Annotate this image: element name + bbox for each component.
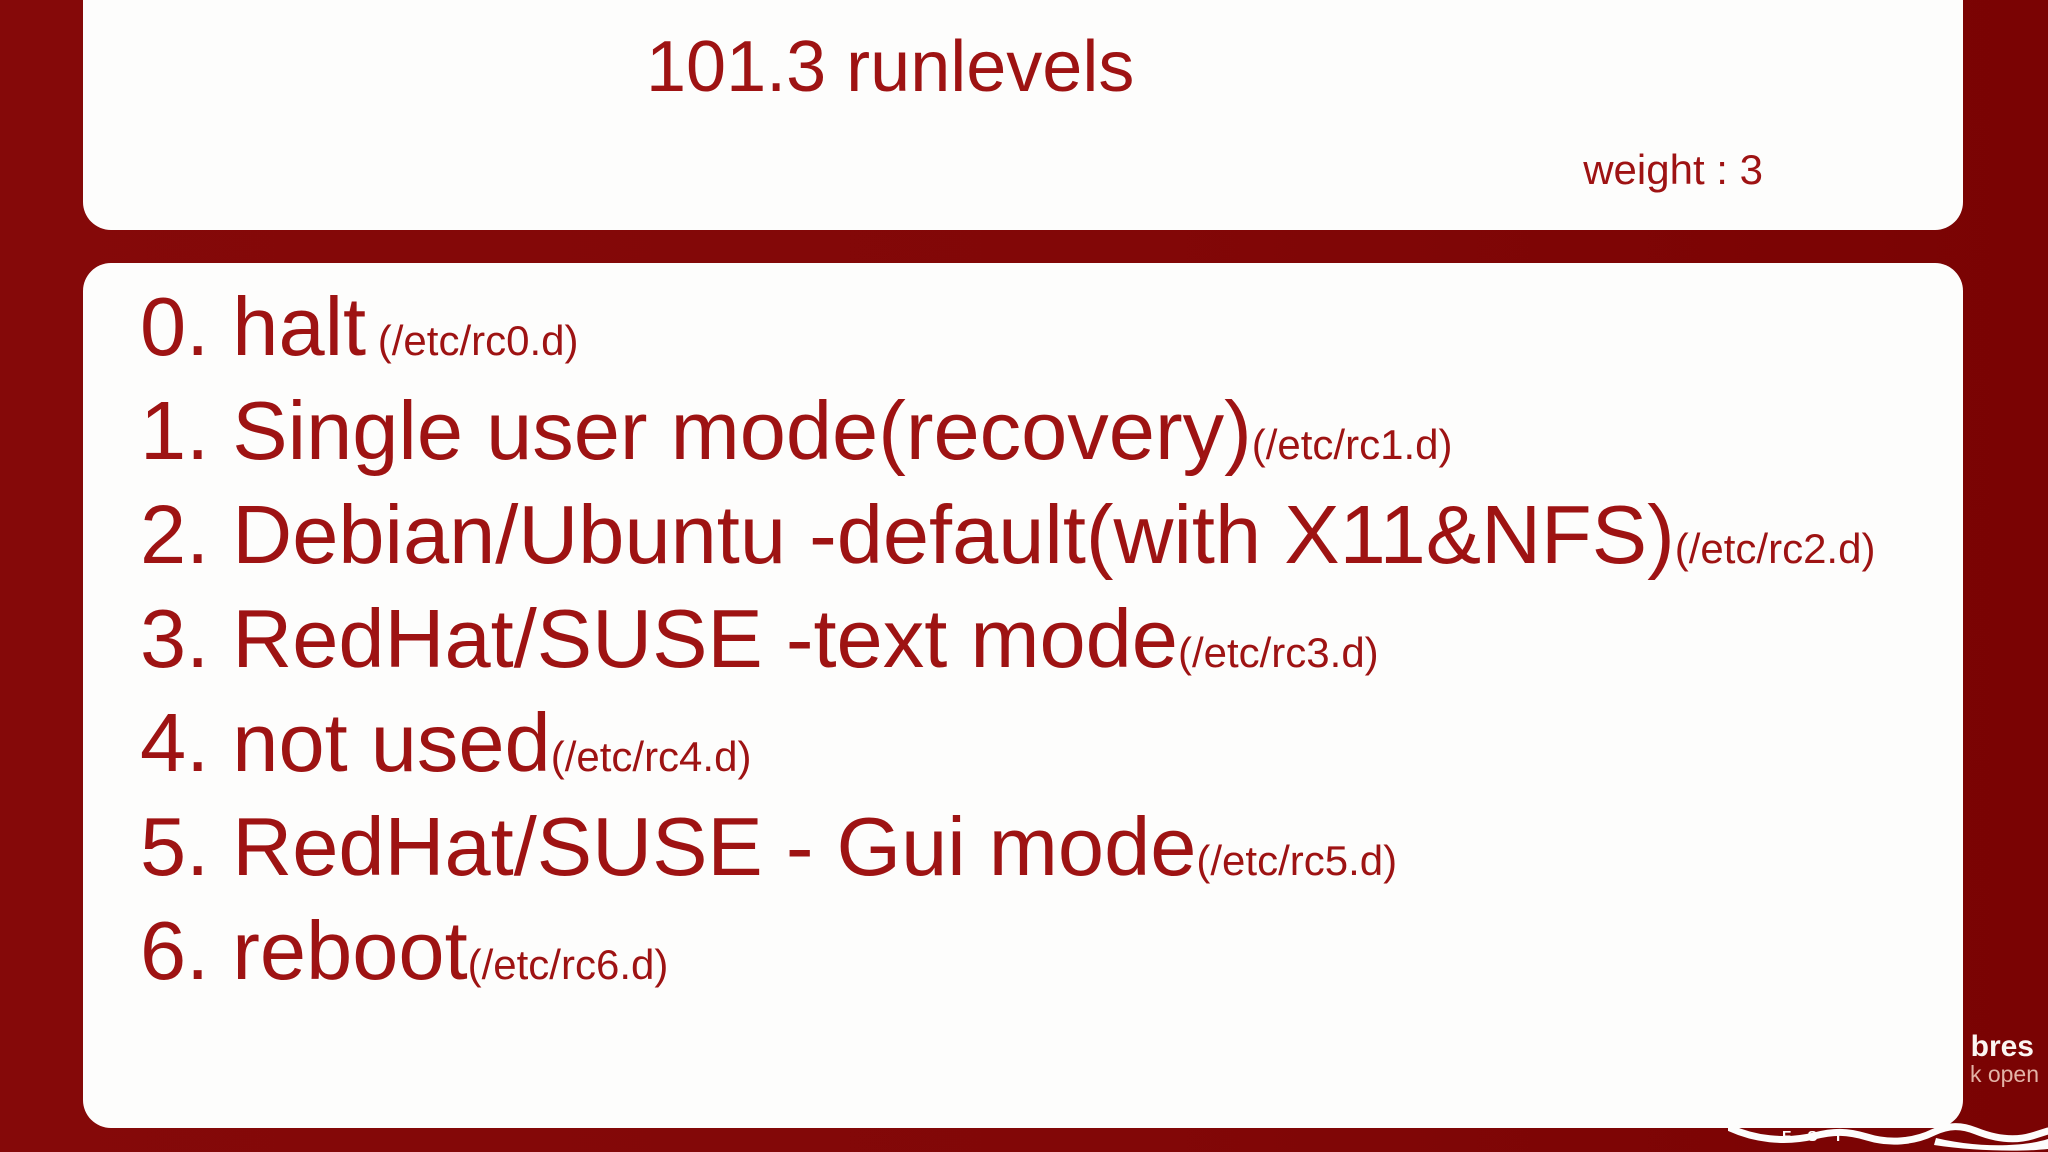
title-card: 101.3 runlevels weight : 3 xyxy=(83,0,1963,230)
runlevel-item-1: 1. Single user mode(recovery)(/etc/rc1.d… xyxy=(140,379,1943,483)
runlevel-item-3: 3. RedHat/SUSE -text mode(/etc/rc3.d) xyxy=(140,587,1943,691)
runlevel-label: 1. Single user mode(recovery) xyxy=(140,384,1252,477)
runlevel-label: 5. RedHat/SUSE - Gui mode xyxy=(140,800,1197,893)
runlevel-label: 6. reboot xyxy=(140,904,468,997)
runlevel-item-6: 6. reboot(/etc/rc6.d) xyxy=(140,899,1943,1003)
logo-text-fragment-libres: bres xyxy=(1970,1030,2034,1063)
runlevel-label: 0. halt xyxy=(140,280,367,373)
runlevel-list: 0. halt (/etc/rc0.d) 1. Single user mode… xyxy=(140,275,1943,1003)
runlevel-item-2: 2. Debian/Ubuntu -default(with X11&NFS)(… xyxy=(140,483,1943,587)
runlevel-path: (/etc/rc4.d) xyxy=(550,733,752,780)
slide-title: 101.3 runlevels xyxy=(646,27,1135,107)
weight-note: weight : 3 xyxy=(1583,146,1763,193)
logo-text-fragment-open: k open xyxy=(1969,1061,2039,1087)
runlevel-path: (/etc/rc2.d) xyxy=(1674,525,1876,572)
content-card: 0. halt (/etc/rc0.d) 1. Single user mode… xyxy=(83,263,1963,1128)
runlevel-path: (/etc/rc1.d) xyxy=(1251,421,1453,468)
runlevel-path: (/etc/rc5.d) xyxy=(1196,837,1398,884)
logo-fst-letters: F S T xyxy=(1782,1128,1849,1145)
swoosh-icon xyxy=(1728,1123,2048,1151)
runlevel-item-5: 5. RedHat/SUSE - Gui mode(/etc/rc5.d) xyxy=(140,795,1943,899)
runlevel-item-0: 0. halt (/etc/rc0.d) xyxy=(140,275,1943,379)
runlevel-label: 4. not used xyxy=(140,696,551,789)
runlevel-path: (/etc/rc0.d) xyxy=(366,317,579,364)
runlevel-path: (/etc/rc6.d) xyxy=(467,941,669,988)
runlevel-label: 3. RedHat/SUSE -text mode xyxy=(140,592,1178,685)
runlevel-item-4: 4. not used(/etc/rc4.d) xyxy=(140,691,1943,795)
runlevel-label: 2. Debian/Ubuntu -default(with X11&NFS) xyxy=(140,488,1675,581)
runlevel-path: (/etc/rc3.d) xyxy=(1177,629,1379,676)
